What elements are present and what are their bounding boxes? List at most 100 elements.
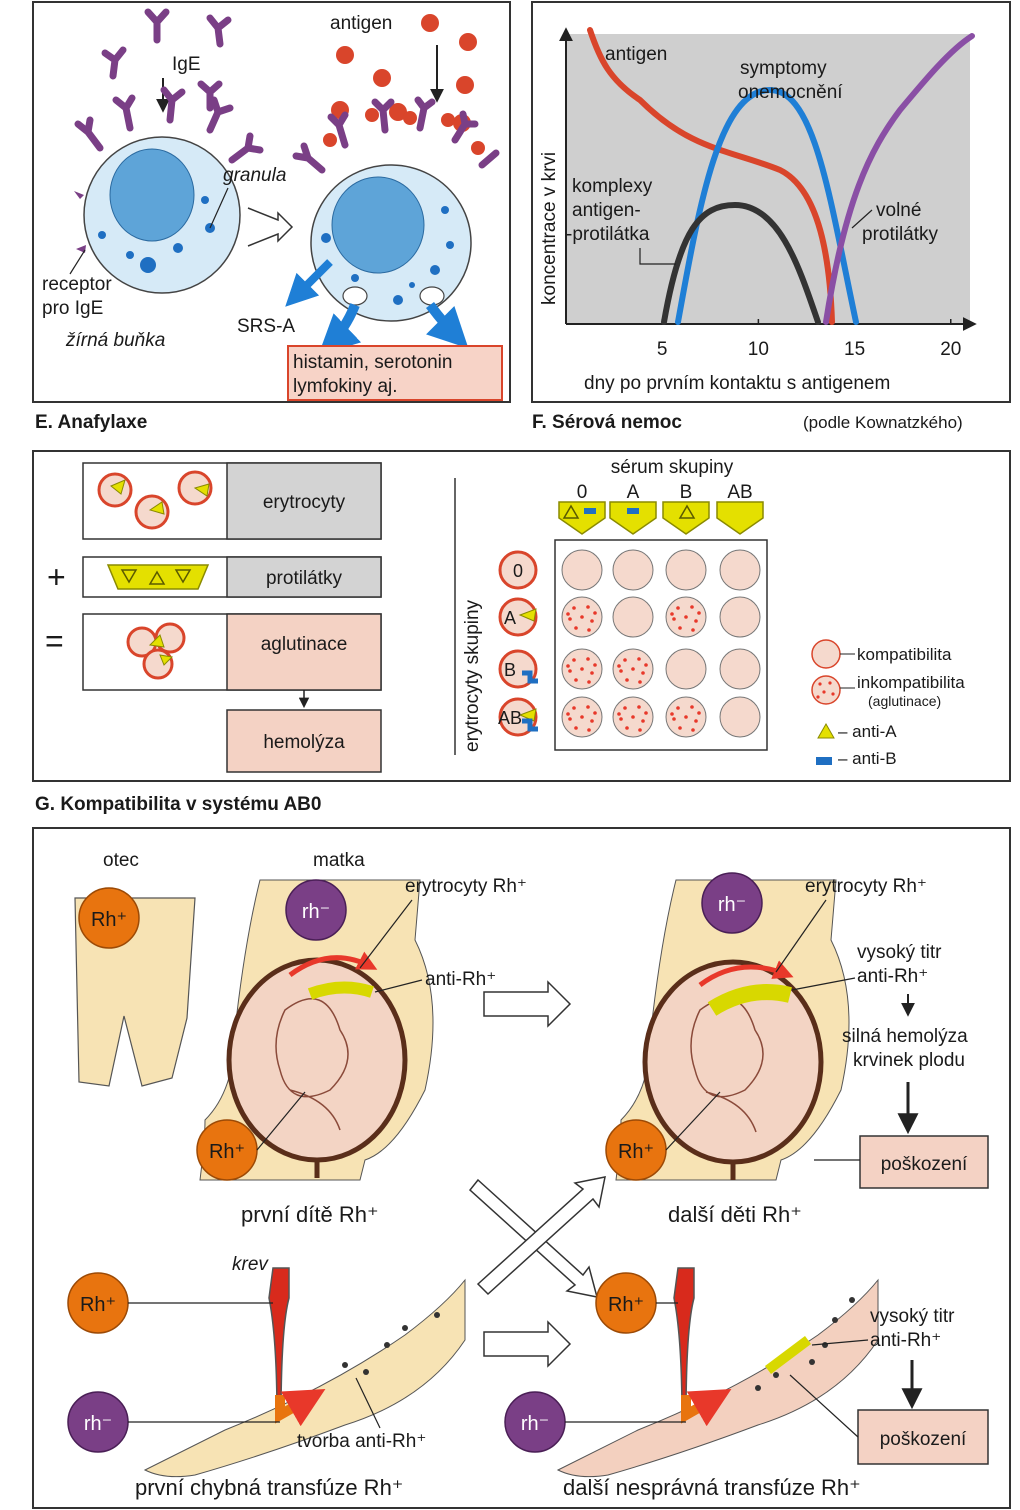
strong-hemolysis-2: krvinek plodu [853,1050,965,1071]
caption-f: F. Sérová nemoc [532,412,682,433]
matrix-cell-compatible [719,696,761,738]
ery-rh-label-1: erytrocyty Rh⁺ [405,876,527,897]
matrix-cell-compatible [719,648,761,690]
ery-rh-label-2: erytrocyty Rh⁺ [805,876,927,897]
series-line-4 [823,33,975,325]
equals-sign: = [45,623,64,659]
ery-group-cell [498,649,538,689]
caption-g: G. Kompatibilita v systému AB0 [35,794,321,815]
serum-title: sérum skupiny [611,457,734,478]
panel-e-anafylaxe: IgE antigen [32,1,511,403]
matrix-cell-compatible [719,549,761,591]
source-f: (podle Kownatzkého) [803,413,963,432]
series-line-1 [587,27,835,325]
ery-group-cell [498,597,538,637]
tvorba-label: tvorba anti-Rh⁺ [297,1431,426,1452]
series-line-3 [661,201,821,325]
matka-label: matka [313,850,365,871]
serum-tray [716,501,764,535]
fetus-1 [275,998,349,1131]
x-tick-label: 10 [748,339,769,360]
compat-matrix [561,549,761,738]
legend-incompat: inkompatibilita [857,673,965,692]
svg-text:Rh⁺: Rh⁺ [91,909,127,931]
agglutinated-cluster [126,622,186,680]
ery-group-label: A [504,608,516,628]
label-complex-1: komplexy [572,176,653,197]
free-erythrocytes [97,470,213,530]
crossing-arrows [468,1176,606,1298]
yellow-arrow-1 [307,981,374,1000]
transition-arrow-e [247,207,294,247]
matrix-cell-compatible [719,596,761,638]
x-tick-label: 20 [940,339,961,360]
hollow-arrow-top [483,980,572,1028]
serum-group-label: B [680,482,693,503]
donor-rh-badge-1: Rh⁺ [67,1272,129,1334]
damage-label-1: poškození [881,1154,968,1175]
matrix-cell-incompatible [561,696,603,738]
next-children-label: další děti Rh⁺ [668,1202,802,1227]
first-child-label: první dítě Rh⁺ [241,1202,379,1227]
hollow-arrow-bottom [483,1320,572,1368]
x-tick-label: 15 [844,339,865,360]
matrix-cell-incompatible [665,596,707,638]
matrix-cell-incompatible [561,648,603,690]
panel-h-rh: otec Rh⁺ matka rh⁻ Rh⁺ erytrocyty Rh⁺ an… [32,827,1011,1509]
high-titr-2b: anti-Rh⁺ [870,1330,941,1351]
serum-tray [609,501,657,535]
serum-group-label: A [627,482,640,503]
legend-compat: kompatibilita [857,645,952,664]
label-symptoms-1: symptomy [740,58,827,79]
svg-text:rh⁻: rh⁻ [521,1413,549,1435]
label-symptoms-2: onemocnění [738,82,843,103]
label-erytrocyty: erytrocyty [263,492,346,513]
matrix-cell-compatible [612,549,654,591]
ery-group-label: B [504,660,516,680]
high-titr-1b: anti-Rh⁺ [857,966,928,987]
high-titr-2a: vysoký titr [870,1306,955,1327]
chart-plot-area [566,34,970,324]
label-complex-3: -protilátka [566,224,650,245]
receptor-pointer [69,249,86,275]
strong-hemolysis-1: silná hemolýza [842,1026,968,1047]
label-antigen-curve: antigen [605,44,667,65]
series-line-2 [675,86,859,325]
anti-rh-label-1: anti-Rh⁺ [425,969,496,990]
label-complex-2: antigen- [572,200,641,221]
granula-pointer [209,187,229,229]
recipient-rh-badge-1: rh⁻ [67,1391,129,1453]
label-protilatky: protilátky [266,568,343,589]
legend-anti-b: – anti-B [838,749,897,768]
yellow-arrow-3 [765,1336,811,1374]
receptor-label-1: receptor [42,274,112,295]
matrix-cell-compatible [561,549,603,591]
svg-text:Rh⁺: Rh⁺ [618,1141,654,1163]
label-aglutinace: aglutinace [261,634,348,655]
arm-1 [143,1278,466,1478]
srs-label: SRS-A [237,316,295,337]
ery-group-label: AB [498,708,522,728]
blood-flow-arrow-2 [681,1389,732,1427]
chart-curves [587,27,975,325]
damage-box-1 [859,1135,989,1189]
svg-text:rh⁻: rh⁻ [84,1413,112,1435]
legend-anti-a: – anti-A [838,722,897,741]
matrix-cell-compatible [665,549,707,591]
child-rh-badge-2: Rh⁺ [605,1119,667,1181]
donor-rh-badge-2: Rh⁺ [595,1272,657,1334]
recipient-rh-badge-2: rh⁻ [504,1391,566,1453]
blood-flow-arrow-1 [275,1389,326,1427]
ery-group-cell [498,697,538,737]
granula-label: granula [223,165,286,186]
free-ige-antibodies [101,8,232,112]
child-rh-badge-1: Rh⁺ [196,1119,258,1181]
svg-text:rh⁻: rh⁻ [718,894,746,916]
y-axis-label: koncentrace v krvi [539,152,560,305]
ery-group-label: 0 [513,561,523,581]
otec-label: otec [103,850,139,871]
